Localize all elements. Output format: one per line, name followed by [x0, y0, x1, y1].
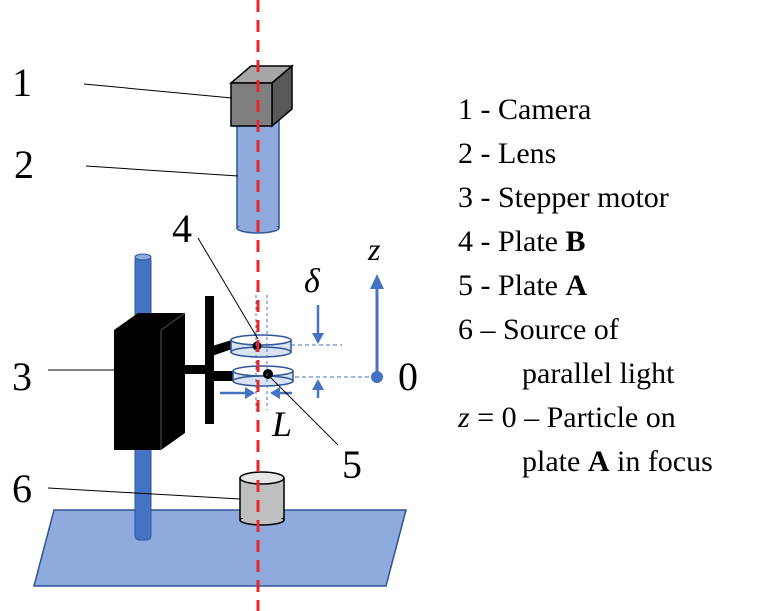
legend-item-2: 2 - Lens [458, 137, 556, 170]
legend-item-6a: 6 – Source of [458, 313, 619, 346]
legend-item-8: plate A in focus [522, 445, 713, 478]
support-rod-top [134, 253, 152, 261]
callout-3: 3 [12, 354, 32, 399]
upper-plate-arm [212, 340, 232, 356]
upper-arm [185, 365, 207, 374]
legend-item-7: z = 0 – Particle on [457, 401, 676, 434]
light-source [239, 471, 285, 526]
callout-1: 1 [12, 60, 32, 105]
delta-symbol: δ [304, 263, 321, 300]
mount-bar [205, 296, 214, 424]
l-arrows [220, 387, 292, 399]
callout-5: 5 [342, 442, 362, 487]
legend: 1 - Camera 2 - Lens 3 - Stepper motor 4 … [457, 93, 713, 478]
delta-arrows [312, 305, 324, 398]
particle-lower [263, 369, 273, 379]
callout-6: 6 [12, 466, 32, 511]
lens [236, 119, 280, 234]
z-axis-arrow [370, 274, 384, 383]
plate-a [232, 365, 294, 387]
legend-item-6b: parallel light [522, 357, 675, 390]
legend-item-1: 1 - Camera [458, 93, 591, 126]
zero-label: 0 [398, 354, 418, 399]
lower-plate-arm [212, 371, 234, 381]
legend-item-5: 5 - Plate A [458, 269, 587, 302]
l-symbol: L [271, 404, 292, 444]
legend-item-4: 4 - Plate B [458, 225, 586, 258]
callout-4: 4 [172, 206, 192, 251]
leader-lines [47, 83, 339, 500]
callout-2: 2 [14, 142, 34, 187]
legend-item-3: 3 - Stepper motor [458, 181, 669, 214]
stepper-motor [114, 312, 186, 450]
camera [228, 64, 295, 128]
z-symbol: z [367, 231, 381, 267]
base-plate [33, 509, 407, 587]
